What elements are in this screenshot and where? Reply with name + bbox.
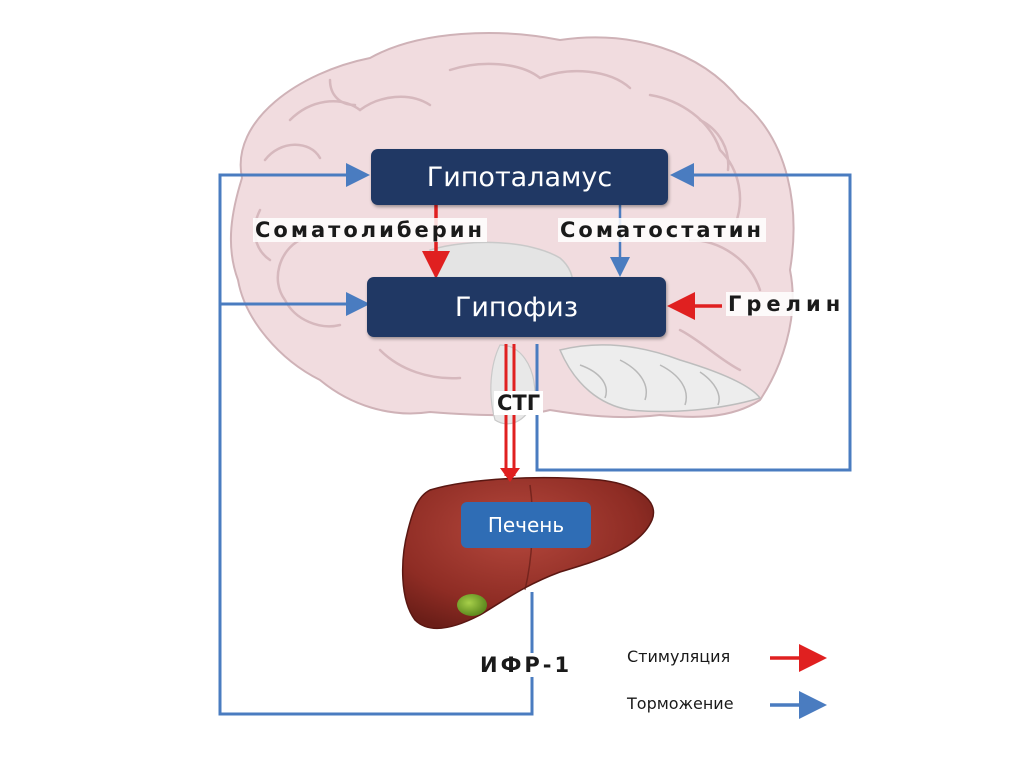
liver-label: Печень bbox=[487, 513, 565, 537]
stg-arrow-head bbox=[500, 468, 520, 482]
legend-stimulation-label: Стимуляция bbox=[627, 647, 731, 666]
legend-inhibition-label: Торможение bbox=[627, 694, 734, 713]
liver-node: Печень bbox=[461, 502, 591, 548]
ghrelin-label: Грелин bbox=[726, 292, 848, 316]
pituitary-label: Гипофиз bbox=[454, 291, 579, 323]
liver-illustration-icon bbox=[401, 476, 655, 630]
stg-feedback-loop bbox=[535, 163, 852, 472]
hypothalamus-node: Гипоталамус bbox=[371, 149, 668, 205]
hypothalamus-label: Гипоталамус bbox=[426, 161, 613, 193]
stg-label: СТГ bbox=[494, 391, 544, 415]
igf1-label: ИФР-1 bbox=[477, 653, 576, 677]
pituitary-node: Гипофиз bbox=[367, 277, 666, 337]
somatoliberin-label: Соматолиберин bbox=[253, 218, 488, 242]
somatostatin-label: Соматостатин bbox=[558, 218, 766, 242]
